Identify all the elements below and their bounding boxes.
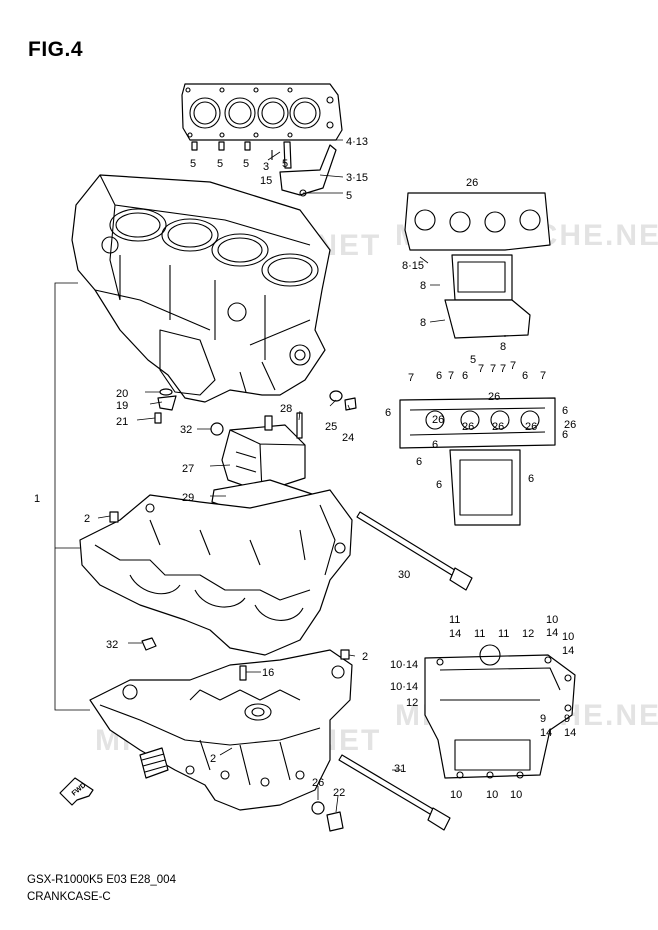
callout-14: 14 [540,727,552,739]
callout-5: 5 [217,158,223,170]
callout-11: 11 [474,628,485,640]
callout-26: 26 [492,421,504,433]
callout-14: 14 [449,628,461,640]
callout-5: 5 [243,158,249,170]
callout-21: 21 [116,416,128,428]
callout-6: 6 [432,439,438,451]
callout-25: 25 [325,421,337,433]
model-code: GSX-R1000K5 E03 E28_004 [27,874,176,886]
ref-1-bracket [54,282,90,711]
callout-14: 14 [562,645,574,657]
callout-12: 12 [406,697,418,709]
dowel-pins-top [191,141,337,197]
callout-26: 26 [462,421,474,433]
callout-7: 7 [448,370,454,382]
callout-6: 6 [562,405,568,417]
callout-10: 10 [562,631,574,643]
callout-7: 7 [510,360,516,372]
callout-6: 6 [416,456,422,468]
callout-2: 2 [84,513,90,525]
callout-7: 7 [478,363,484,375]
callout-10-14: 10·14 [390,681,418,693]
lower-crankcase [89,649,353,811]
inset-bolt-pattern [399,397,556,526]
callout-10: 10 [510,789,522,801]
callout-9: 9 [564,713,570,725]
diagram-name: CRANKCASE-C [27,891,111,903]
callout-28: 29 [182,492,194,504]
callout-29: 28 [280,403,292,415]
callout-3-15: 3·15 [346,172,368,184]
inset-bottom-view [424,644,576,779]
callout-24: 24 [342,432,354,444]
callout-6: 6 [462,370,468,382]
callout-8: 8 [420,280,426,292]
head-gasket [181,83,343,141]
callout-19: 19 [116,400,128,412]
callout-6: 6 [436,479,442,491]
callout-31: 31 [394,763,406,775]
callout-7: 7 [408,372,414,384]
callout-5: 5 [190,158,196,170]
callout-22: 26 [312,777,324,789]
callout-4-13: 4·13 [346,136,368,148]
callout-16: 16 [262,667,274,679]
callout-6: 6 [528,473,534,485]
callout-6: 6 [522,370,528,382]
callout-15: 15 [260,175,272,187]
callout-1: 1 [34,493,40,505]
callout-5: 5 [470,354,476,366]
callout-2: 2 [362,651,368,663]
callout-27: 27 [182,463,194,475]
figure-title: FIG.4 [28,38,84,61]
callout-20: 20 [116,388,128,400]
callout-5: 5 [346,190,352,202]
callout-32: 32 [180,424,192,436]
callout-8-15: 8·15 [402,260,424,272]
callout-6: 6 [385,407,391,419]
callout-6: 6 [436,370,442,382]
callout-32: 32 [106,639,118,651]
callout-2: 2 [210,753,216,765]
callout-11: 11 [498,628,509,640]
callout-8: 8 [500,341,506,353]
leader-lines [97,139,506,813]
small-fasteners [154,388,357,832]
callout-10: 10 [450,789,462,801]
callout-26: 26 [564,419,576,431]
callout-7: 7 [490,363,496,375]
callout-11: 11 [449,614,460,626]
callout-14: 14 [546,627,558,639]
callout-8: 8 [420,317,426,329]
callout-23: 22 [333,787,345,799]
callout-3: 3 [263,161,269,173]
fwd-arrow-icon: FWD [59,777,94,806]
callout-10: 10 [486,789,498,801]
callout-5: 5 [282,158,288,170]
bolt-31 [338,754,451,831]
oil-cover [221,415,306,493]
callout-labels: 5 5 5 3 15 4·13 3·15 5 5 20 19 21 32 28 … [34,136,576,801]
callout-10: 10 [546,614,558,626]
bolt-30 [356,511,473,591]
upper-crankcase [71,174,331,403]
callout-26: 26 [432,414,444,426]
callout-26: 26 [525,421,537,433]
dowel-pin-16 [239,665,247,681]
callout-7: 7 [540,370,546,382]
callout-26: 26 [488,391,500,403]
callout-10-14: 10·14 [390,659,418,671]
callout-7: 7 [500,363,506,375]
callout-12: 12 [522,628,534,640]
callout-6: 6 [562,429,568,441]
callout-30: 30 [398,569,410,581]
dowel-pin [109,511,119,523]
callout-14: 14 [564,727,576,739]
inset-top-view [404,192,551,339]
nut-32 [141,637,157,651]
callout-26: 26 [466,177,478,189]
middle-crankcase [79,489,353,656]
callout-9: 9 [540,713,546,725]
